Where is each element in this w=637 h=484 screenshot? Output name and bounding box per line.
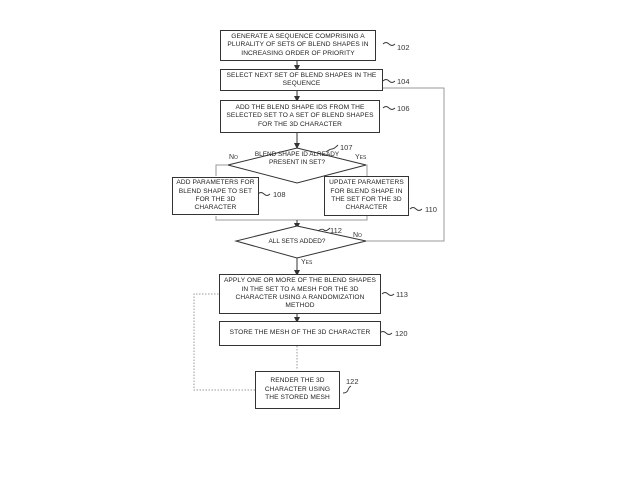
squiggle-112 <box>317 227 331 232</box>
step-106-text: Add the blend shape IDs from the selecte… <box>226 103 374 128</box>
squiggle-113 <box>381 292 395 296</box>
step-120-text: Store the mesh of the 3D character <box>229 329 371 337</box>
step-122-box: Render the 3D character using the stored… <box>255 371 340 409</box>
step-102-ref: 102 <box>397 43 410 52</box>
squiggle-108 <box>257 192 271 196</box>
step-122-text: Render the 3D character using the stored… <box>264 377 331 402</box>
step-108-ref: 108 <box>273 190 286 199</box>
step-102-box: Generate a sequence comprising a plurali… <box>220 30 376 61</box>
step-120-box: Store the mesh of the 3D character <box>219 321 381 346</box>
step-102-text: Generate a sequence comprising a plurali… <box>227 32 369 57</box>
squiggle-104 <box>382 79 396 83</box>
squiggle-107 <box>325 144 339 153</box>
step-110-box: Update parameters for blend shape in the… <box>324 176 409 216</box>
step-104-ref: 104 <box>397 77 410 86</box>
squiggle-110 <box>409 207 423 211</box>
step-113-ref: 113 <box>396 290 408 299</box>
decision-112-text: All sets added? <box>268 238 326 245</box>
step-110-ref: 110 <box>425 205 437 214</box>
step-106-ref: 106 <box>397 104 410 113</box>
step-106-box: Add the blend shape IDs from the selecte… <box>220 100 380 133</box>
step-108-text: Add parameters for blend shape to set fo… <box>176 179 255 212</box>
step-113-box: Apply one or more of the blend shapes in… <box>219 274 381 314</box>
decision-112-ref: 112 <box>330 226 342 235</box>
decision-112-yes-label: Yes <box>301 259 313 266</box>
decision-107-ref: 107 <box>340 143 353 152</box>
step-120-ref: 120 <box>395 329 408 338</box>
step-122-ref: 122 <box>346 377 359 386</box>
squiggle-122 <box>342 385 352 394</box>
squiggle-120 <box>379 331 393 335</box>
step-110-text: Update parameters for blend shape in the… <box>329 179 404 212</box>
step-108-box: Add parameters for blend shape to set fo… <box>172 177 259 215</box>
step-104-box: Select next set of blend shapes in the s… <box>220 69 383 91</box>
squiggle-102 <box>382 42 396 46</box>
merge-line <box>215 215 368 221</box>
decision-107-yes-label: Yes <box>355 154 367 161</box>
decision-107-text: Blend shape ID already present in set? <box>254 151 340 166</box>
dotted-122-113 <box>193 293 255 391</box>
line-107-yes <box>366 164 368 176</box>
step-104-text: Select next set of blend shapes in the s… <box>226 71 377 87</box>
loop-no-line <box>366 87 445 242</box>
squiggle-106 <box>382 106 396 110</box>
step-113-text: Apply one or more of the blend shapes in… <box>223 277 377 310</box>
decision-107-no-label: No <box>229 154 238 161</box>
decision-112-no-label: No <box>353 232 362 239</box>
decision-107-diamond <box>227 147 367 184</box>
line-107-no <box>215 164 228 176</box>
